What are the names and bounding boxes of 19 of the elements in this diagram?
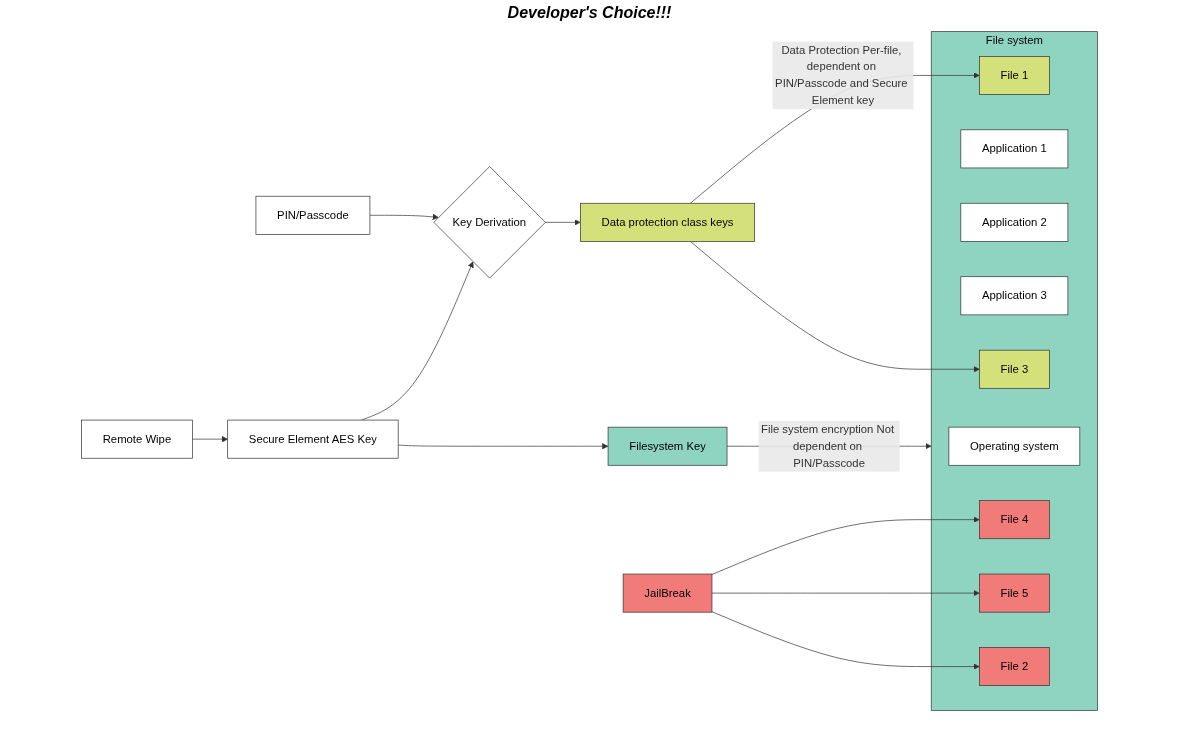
node-box: File 2 bbox=[979, 647, 1050, 686]
node-diamond: Key Derivation bbox=[433, 166, 546, 279]
node-box: Operating system bbox=[948, 426, 1081, 466]
node-box: JailBreak bbox=[622, 573, 713, 613]
edge-label: File system encryption Not dependent on PIN/Passcode bbox=[760, 422, 895, 469]
node-box: Application 2 bbox=[960, 202, 1069, 242]
node-box: Remote Wipe bbox=[81, 419, 193, 459]
node-box: File 4 bbox=[979, 500, 1050, 540]
node-box: File 3 bbox=[979, 349, 1050, 389]
node-box: File 5 bbox=[979, 573, 1050, 613]
note-text: Developer's Choice!!! bbox=[507, 4, 672, 21]
node-box: PIN/Passcode bbox=[255, 195, 371, 235]
node-box: Application 1 bbox=[960, 129, 1069, 169]
node-box: Application 3 bbox=[960, 276, 1069, 316]
node-box: File 1 bbox=[979, 56, 1050, 95]
node-box: Secure Element AES Key bbox=[227, 419, 399, 459]
node-box: Data protection class keys bbox=[580, 202, 756, 242]
node-box: Filesystem Key bbox=[607, 426, 728, 466]
edge-label: Data Protection Per-file, dependent on PIN/Passcode and Secure Element key bbox=[775, 43, 908, 107]
